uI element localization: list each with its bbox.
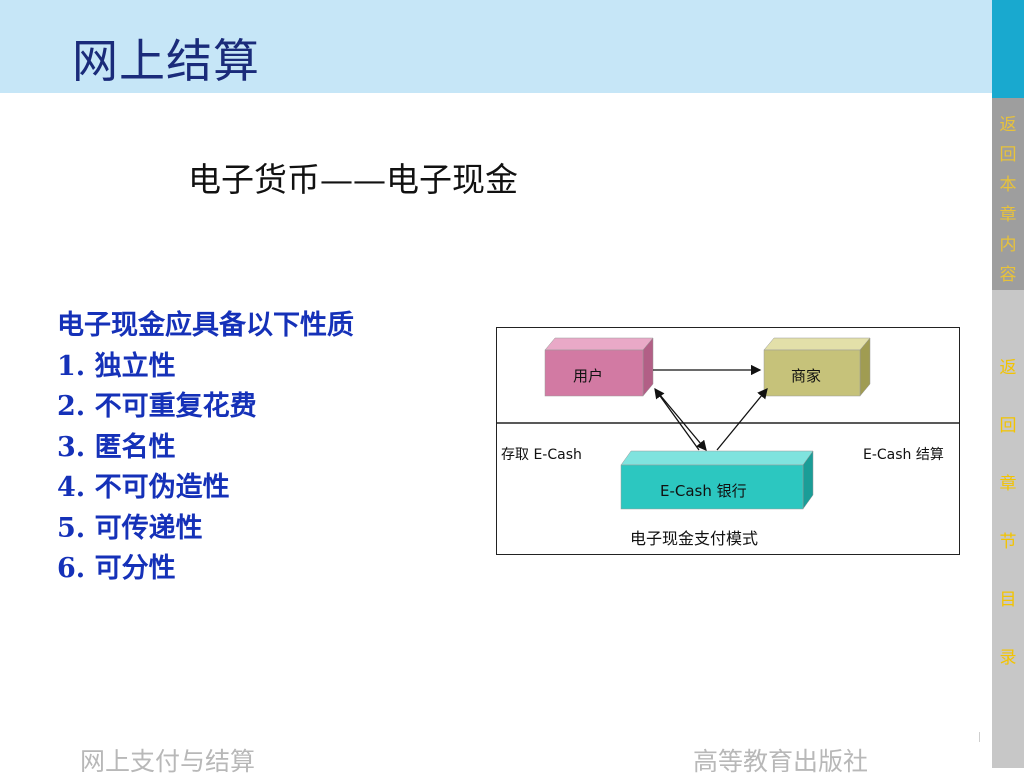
deposit-label: 存取 E-Cash: [501, 447, 582, 463]
ecash-payment-diagram: 用户 商家 E-Cash 银行 存取 E-Cash E-Cash 结算 电子现金…: [496, 327, 960, 555]
property-item: 1. 独立性: [57, 350, 176, 382]
section-link-char: 目: [999, 590, 1017, 610]
section-link-char: 章: [999, 474, 1017, 494]
section-link-char: 录: [999, 648, 1017, 668]
return-section-index-link[interactable]: 返 回 章 节 目 录: [992, 290, 1024, 768]
chapter-link-char: 内: [999, 235, 1017, 255]
properties-list: 电子现金应具备以下性质 1. 独立性 2. 不可重复花费 3. 匿名性 4. 不…: [57, 306, 354, 590]
property-item: 5. 可传递性: [57, 512, 203, 544]
footer-course-title: 网上支付与结算: [80, 747, 256, 776]
header-band: [0, 0, 992, 93]
nav-sidebar: 返 回 本 章 内 容 返 回 章 节 目 录: [992, 0, 1024, 768]
property-item: 3. 匿名性: [57, 431, 176, 463]
bank-label: E-Cash 银行: [660, 482, 747, 500]
property-item: 2. 不可重复花费: [57, 391, 257, 422]
properties-heading: 电子现金应具备以下性质: [57, 310, 354, 341]
arrow-to-user: [654, 387, 700, 451]
sidebar-accent: [992, 0, 1024, 98]
merchant-box: [763, 337, 871, 397]
section-link-char: 节: [999, 532, 1017, 552]
property-item: 6. 可分性: [57, 553, 176, 584]
diagram-graphic: [497, 337, 959, 510]
section-link-char: 返: [999, 358, 1017, 378]
arrow-to-bank: [654, 388, 707, 451]
settlement-label: E-Cash 结算: [863, 447, 944, 463]
page-tick-mark: [979, 732, 980, 742]
slide-subtitle: 电子货币——电子现金: [188, 160, 518, 199]
page-title: 网上结算: [72, 34, 260, 88]
merchant-label: 商家: [791, 367, 822, 385]
bank-box: [620, 450, 814, 510]
chapter-link-char: 本: [999, 175, 1017, 195]
return-chapter-content-link[interactable]: 返 回 本 章 内 容: [992, 98, 1024, 290]
diagram-caption: 电子现金支付模式: [630, 529, 759, 548]
user-box: [544, 337, 654, 397]
user-label: 用户: [573, 367, 604, 385]
footer-publisher: 高等教育出版社: [693, 747, 869, 776]
chapter-link-char: 容: [999, 265, 1017, 285]
arrow-to-merchant: [716, 387, 768, 451]
chapter-link-char: 返: [999, 115, 1017, 135]
section-link-char: 回: [999, 416, 1017, 436]
chapter-link-char: 章: [999, 205, 1017, 225]
property-item: 4. 不可伪造性: [57, 472, 230, 503]
chapter-link-char: 回: [999, 145, 1017, 165]
